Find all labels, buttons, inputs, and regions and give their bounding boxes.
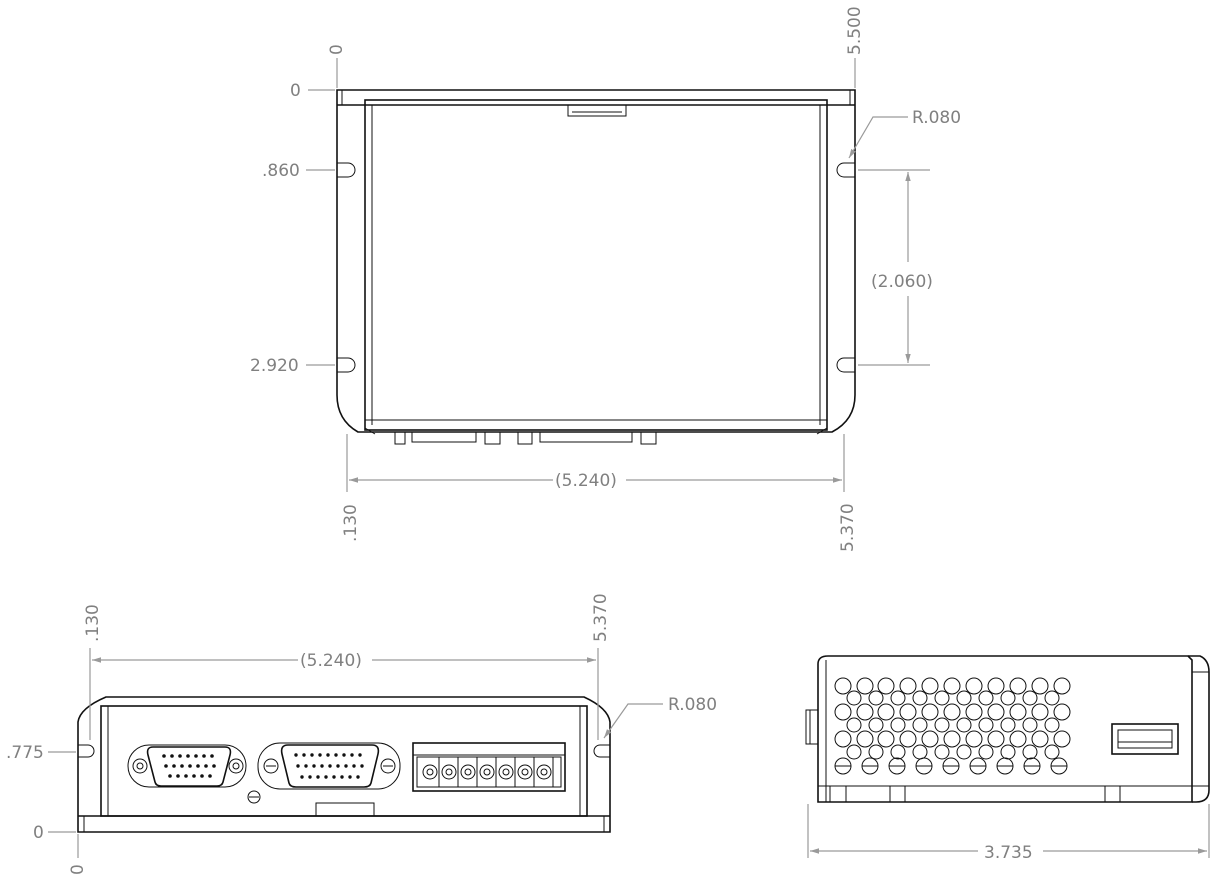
top-slot2-label: 2.920	[250, 356, 299, 376]
side-view-body	[805, 655, 1210, 803]
top-radius-label: R.080	[912, 108, 961, 128]
front-right-edge-label: 5.370	[591, 593, 611, 642]
side-view: 3.735	[805, 655, 1210, 863]
top-right-edge-label: 5.370	[838, 503, 858, 552]
terminal-block	[412, 742, 566, 792]
front-v-zero-label: 0	[33, 823, 44, 843]
top-slot-spacing-label: (2.060)	[871, 272, 933, 292]
front-radius-label: R.080	[668, 695, 717, 715]
vent-holes	[834, 677, 1071, 775]
front-view-body	[77, 696, 611, 833]
front-slot-height-label: .775	[6, 743, 44, 763]
top-left-edge-label: .130	[341, 504, 361, 542]
slot-left-lower	[337, 357, 356, 373]
top-v-zero-label: 0	[290, 81, 301, 101]
side-depth-label: 3.735	[984, 843, 1033, 863]
front-view: (5.240) .130 5.370 R.080 .775 0 0	[6, 593, 717, 875]
front-h-zero-label: 0	[68, 864, 88, 875]
top-slot1-label: .860	[262, 161, 300, 181]
front-left-edge-label: .130	[83, 604, 103, 642]
slot-left-upper	[337, 162, 356, 178]
top-width-label: (5.240)	[555, 471, 617, 491]
top-h-right-label: 5.500	[845, 6, 865, 55]
top-h-zero-label: 0	[327, 44, 347, 55]
slot-right-lower	[836, 357, 855, 373]
db26-connector	[257, 742, 401, 790]
top-view: 0 5.500 0 .860 2.920 R.080 (2.060) (5.24…	[250, 6, 961, 552]
top-view-body	[336, 89, 856, 445]
slot-right-upper	[836, 162, 855, 178]
db15-connector	[127, 744, 247, 788]
front-width-label: (5.240)	[300, 651, 362, 671]
screw-icon	[247, 790, 261, 804]
